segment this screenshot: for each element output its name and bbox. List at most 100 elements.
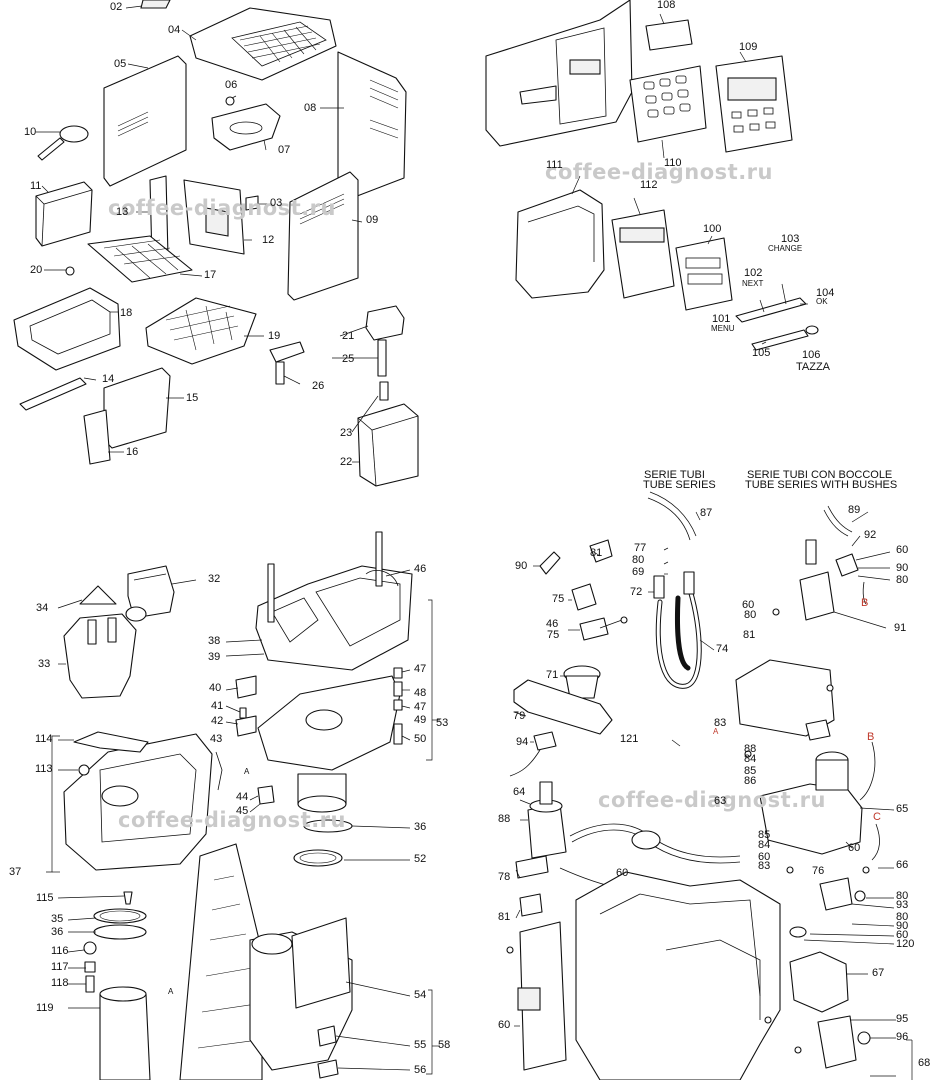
part-callout: 13	[116, 206, 129, 218]
part-callout: 74	[716, 643, 729, 655]
part-callout: 81	[743, 629, 756, 641]
part-callout: 58	[438, 1039, 451, 1051]
part-callout: 60	[616, 867, 629, 879]
part-callout: 102	[744, 267, 763, 279]
panel-group-front	[485, 0, 819, 351]
part-callout: 44	[236, 791, 249, 803]
part-callout: 110	[664, 157, 682, 169]
part-callout: 23	[340, 427, 353, 439]
part-callout: 117	[51, 961, 69, 973]
part-callout: 115	[36, 892, 54, 904]
part-callout: 03	[270, 197, 283, 209]
part-callout: 22	[340, 456, 353, 468]
part-callout: 56	[414, 1064, 427, 1076]
part-callout: 84	[758, 839, 771, 851]
part-callout: 32	[208, 573, 221, 585]
part-callout: 09	[366, 214, 379, 226]
part-callout: 38	[208, 635, 221, 647]
part-callout: 88	[498, 813, 511, 825]
part-callout: 111	[546, 159, 563, 171]
part-callout: 50	[414, 733, 427, 745]
watermark: coffee-diagnost.ru	[118, 808, 346, 832]
hydraulic-assembly	[506, 491, 913, 1080]
part-callout: 80	[632, 554, 645, 566]
part-callout: 21	[342, 330, 355, 342]
section-letter-a: A	[168, 987, 174, 996]
part-callout: 54	[414, 989, 427, 1001]
part-callout: 90	[896, 920, 909, 932]
part-callout: 116	[51, 945, 69, 957]
part-callout: 120	[896, 938, 915, 950]
part-callout: 55	[414, 1039, 427, 1051]
part-callout: 60	[896, 544, 909, 556]
part-callout: 65	[896, 803, 909, 815]
part-callout: 91	[894, 622, 907, 634]
part-callout: 81	[590, 547, 603, 559]
part-callout: 16	[126, 446, 139, 458]
part-callout: 119	[36, 1002, 54, 1014]
part-callout: 34	[36, 602, 49, 614]
part-callout: 84	[744, 753, 757, 765]
section-letter-b: B	[861, 597, 869, 609]
part-callout: 106	[802, 349, 821, 361]
part-callout: 47	[414, 701, 427, 713]
part-callout: 04	[168, 24, 181, 36]
part-callout: 71	[546, 669, 559, 681]
part-callout: 06	[225, 79, 238, 91]
button-name-next: NEXT	[742, 279, 764, 288]
part-callout: 77	[634, 542, 647, 554]
part-callout: 80	[744, 609, 757, 621]
part-callout: 60	[848, 842, 861, 854]
part-callout: 75	[552, 593, 565, 605]
part-callout: 52	[414, 853, 427, 865]
part-callout: 60	[742, 599, 755, 611]
part-callout: 68	[918, 1057, 931, 1069]
tube-series-header-it: SERIE TUBI	[644, 469, 705, 481]
part-callout: 101	[712, 313, 731, 325]
part-callout: 92	[864, 529, 877, 541]
bush-series-header-en: TUBE SERIES WITH BUSHES	[745, 479, 898, 491]
tube-series-header-en: TUBE SERIES	[643, 479, 716, 491]
button-name-menu: MENU	[711, 324, 735, 333]
watermark: coffee-diagnost.ru	[545, 160, 773, 184]
part-callout: 86	[744, 775, 757, 787]
part-callout: 76	[812, 865, 825, 877]
part-callout: 05	[114, 58, 127, 70]
bush-series-header-it: SERIE TUBI CON BOCCOLE	[747, 469, 893, 481]
button-name-ok: OK	[816, 297, 828, 306]
part-callout: 08	[304, 102, 317, 114]
part-callout: 83	[714, 717, 727, 729]
part-callout: 20	[30, 264, 43, 276]
section-letter-a: A	[244, 767, 250, 776]
part-callout: 81	[498, 911, 511, 923]
brew-group-assembly	[46, 531, 440, 1080]
part-callout: 49	[414, 714, 427, 726]
part-callout: 60	[498, 1019, 511, 1031]
part-callout: 26	[312, 380, 325, 392]
part-callout: 41	[211, 700, 224, 712]
part-callout: 37	[9, 866, 22, 878]
part-callout: 104	[816, 287, 835, 299]
part-callout: 83	[758, 860, 771, 872]
part-callout: 85	[758, 829, 771, 841]
part-callout: 43	[210, 733, 223, 745]
part-callout: 39	[208, 651, 221, 663]
part-callout: 95	[896, 1013, 909, 1025]
part-callout: 53	[436, 717, 449, 729]
part-callout: 105	[752, 347, 771, 359]
part-callout: 47	[414, 663, 427, 675]
section-letter-c: C	[873, 811, 881, 823]
part-callout: 17	[204, 269, 217, 281]
part-callout: 87	[700, 507, 713, 519]
section-letter-a: A	[713, 727, 719, 736]
part-callout: 60	[896, 929, 909, 941]
part-callout: 88	[744, 743, 757, 755]
part-callout: 60	[758, 851, 771, 863]
part-callout: 14	[102, 373, 115, 385]
part-callout: 35	[51, 913, 64, 925]
part-callout: 07	[278, 144, 291, 156]
part-callout: 103	[781, 233, 800, 245]
part-callout: 93	[896, 899, 909, 911]
part-callout: 78	[498, 871, 511, 883]
